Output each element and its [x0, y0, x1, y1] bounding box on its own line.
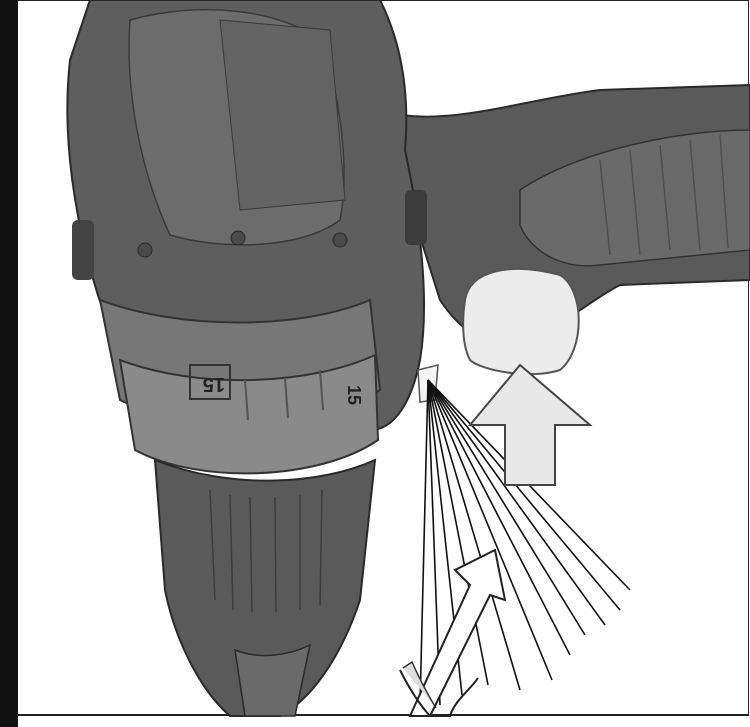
press-trigger-arrow-icon: [470, 365, 590, 485]
trigger: [463, 269, 579, 374]
body-side-recess: [220, 20, 345, 210]
body-vent-slot: [405, 190, 427, 245]
clutch-number-left: 15: [203, 373, 225, 395]
clutch-number-right: 15: [344, 385, 364, 405]
body-screw: [231, 231, 245, 245]
chuck-tip: [235, 645, 310, 716]
body-left-tab: [72, 220, 94, 280]
body-screw: [333, 233, 347, 247]
body-screw: [138, 243, 152, 257]
